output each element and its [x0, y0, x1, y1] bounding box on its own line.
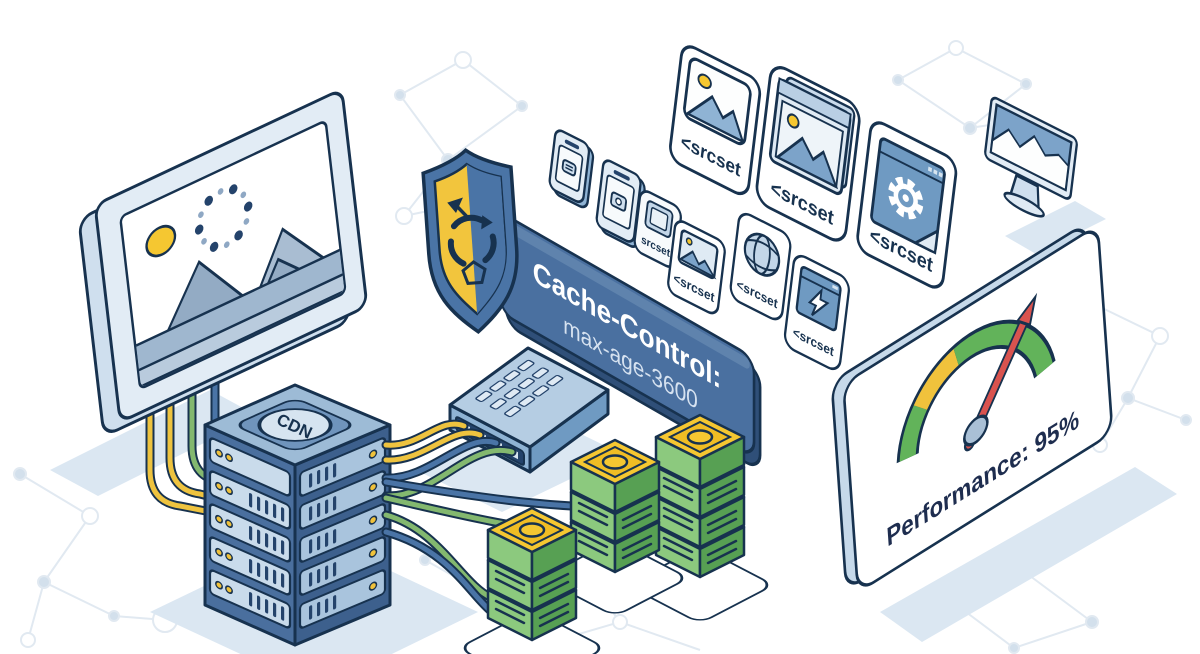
gauge-card-face [843, 230, 1113, 587]
cache-shield [421, 147, 519, 335]
image-icon [677, 229, 719, 280]
performance-gauge-card: Performance: 95% [831, 228, 1113, 587]
cache-stack-middle [569, 438, 661, 574]
analytics-monitor-icon [984, 96, 1078, 218]
srcset-card-browser: <srcset [755, 66, 861, 242]
router-vents [475, 359, 564, 418]
srcset-tile-small: srcset [633, 190, 682, 268]
gear-icon [888, 176, 924, 220]
gauge-arc [896, 319, 1056, 464]
globe-icon [743, 232, 781, 277]
browser-monitor [78, 91, 368, 433]
cache-platforms [463, 542, 769, 654]
gauge-hub [963, 414, 989, 447]
cables-rack-to-router [381, 419, 517, 501]
srcset-card-gear: <srcset [856, 121, 958, 289]
srcset-tile-globe: <srcset [729, 212, 792, 321]
cache-stack-left [486, 506, 578, 642]
banner-top-highlight [504, 220, 750, 369]
loading-spinner-dots [194, 184, 253, 252]
browser-window-icon [768, 76, 856, 196]
srcset-tile-lightning: <srcset [783, 254, 850, 371]
rack-right-slats [298, 437, 387, 629]
cache-stack-right [654, 413, 746, 579]
small-monitor-shadow [1005, 201, 1106, 254]
shield-pentagon [461, 260, 487, 285]
srcset-tile-image: <srcset [667, 220, 726, 315]
gear-document-icon [870, 137, 946, 255]
gauge-shadow [880, 467, 1177, 642]
sun-icon [145, 224, 177, 258]
rack-left-slats [208, 437, 292, 629]
lightning-window-icon [795, 266, 842, 332]
phone-icon-small [548, 129, 595, 209]
cursor-arrow-icon [447, 197, 471, 220]
srcset-card-image: <srcset [669, 45, 762, 196]
area-chart-icon [989, 128, 1070, 192]
cdn-server-rack: CDN [203, 383, 392, 647]
rack-top-inset [238, 399, 352, 451]
large-image-icon [683, 57, 752, 146]
